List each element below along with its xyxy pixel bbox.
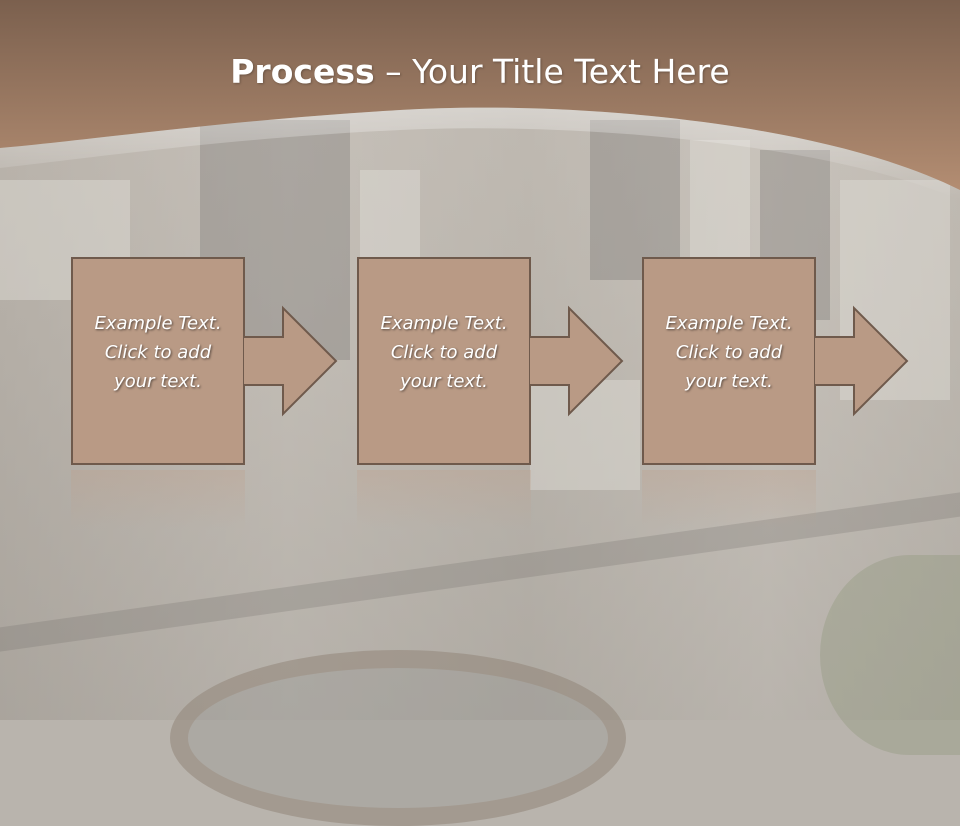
slide-title[interactable]: Process – Your Title Text Here xyxy=(0,52,960,91)
step-text-line: your text. xyxy=(114,371,202,392)
header-band xyxy=(0,0,960,200)
step-text-line: Example Text. xyxy=(665,313,793,334)
step-text-line: Example Text. xyxy=(380,313,508,334)
building-shape xyxy=(590,120,680,280)
process-step-1[interactable]: Example Text. Click to add your text. xyxy=(71,257,339,467)
step-text[interactable]: Example Text. Click to add your text. xyxy=(644,309,814,396)
park-shape xyxy=(820,555,960,755)
step-reflection xyxy=(71,470,245,530)
step-text-line: Click to add xyxy=(675,342,783,363)
step-arrow-shape xyxy=(71,257,338,465)
title-rest: – Your Title Text Here xyxy=(374,52,730,91)
process-step-3[interactable]: Example Text. Click to add your text. xyxy=(642,257,910,467)
step-text-line: Click to add xyxy=(390,342,498,363)
process-step-2[interactable]: Example Text. Click to add your text. xyxy=(357,257,625,467)
roundabout-shape xyxy=(170,650,626,826)
step-arrow-shape xyxy=(357,257,624,465)
step-text[interactable]: Example Text. Click to add your text. xyxy=(73,309,243,396)
step-text-line: Click to add xyxy=(104,342,212,363)
step-text-line: your text. xyxy=(400,371,488,392)
title-bold: Process xyxy=(230,52,375,91)
step-arrow-shape xyxy=(642,257,909,465)
step-text-line: Example Text. xyxy=(94,313,222,334)
step-text-line: your text. xyxy=(685,371,773,392)
step-reflection xyxy=(357,470,531,530)
step-reflection xyxy=(642,470,816,530)
step-text[interactable]: Example Text. Click to add your text. xyxy=(359,309,529,396)
building-shape xyxy=(360,170,420,260)
